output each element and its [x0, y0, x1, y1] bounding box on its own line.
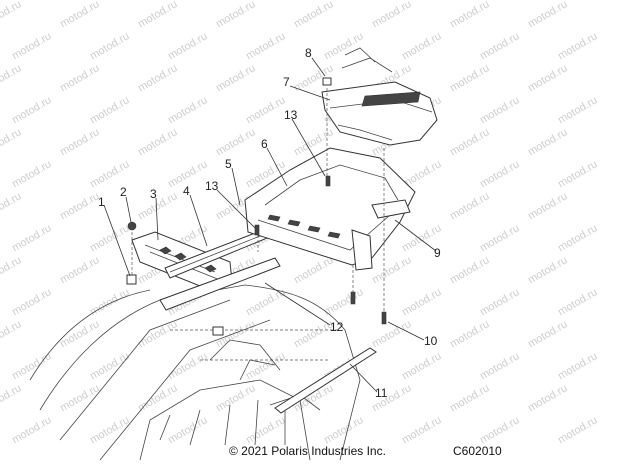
assembly-lines: [131, 88, 385, 312]
callout-6: 6: [261, 137, 268, 151]
figure-code: C602010: [453, 444, 502, 458]
callout-4: 4: [183, 184, 190, 198]
copyright-text: © 2021 Polaris Industries Inc.: [229, 444, 386, 458]
chassis-tunnel: [29, 284, 361, 461]
fasteners: [126, 77, 387, 336]
callout-8: 8: [305, 46, 312, 60]
rail-bars: [159, 227, 281, 311]
mud-flap-strip: [274, 347, 377, 414]
callout-10: 10: [424, 334, 438, 348]
callout-5: 5: [225, 157, 232, 171]
rear-storage-cover: [321, 47, 438, 146]
leader-lines: [103, 57, 437, 393]
callout-9: 9: [434, 246, 441, 260]
callout-1: 1: [98, 195, 105, 209]
rear-rack-frame: [244, 147, 416, 271]
callout-12: 12: [330, 320, 344, 334]
callout-3: 3: [150, 187, 157, 201]
callout-13-left: 13: [205, 179, 219, 193]
callout-13-right: 13: [284, 108, 298, 122]
callout-7: 7: [283, 75, 290, 89]
callout-11: 11: [375, 386, 388, 400]
callout-2: 2: [120, 185, 127, 199]
